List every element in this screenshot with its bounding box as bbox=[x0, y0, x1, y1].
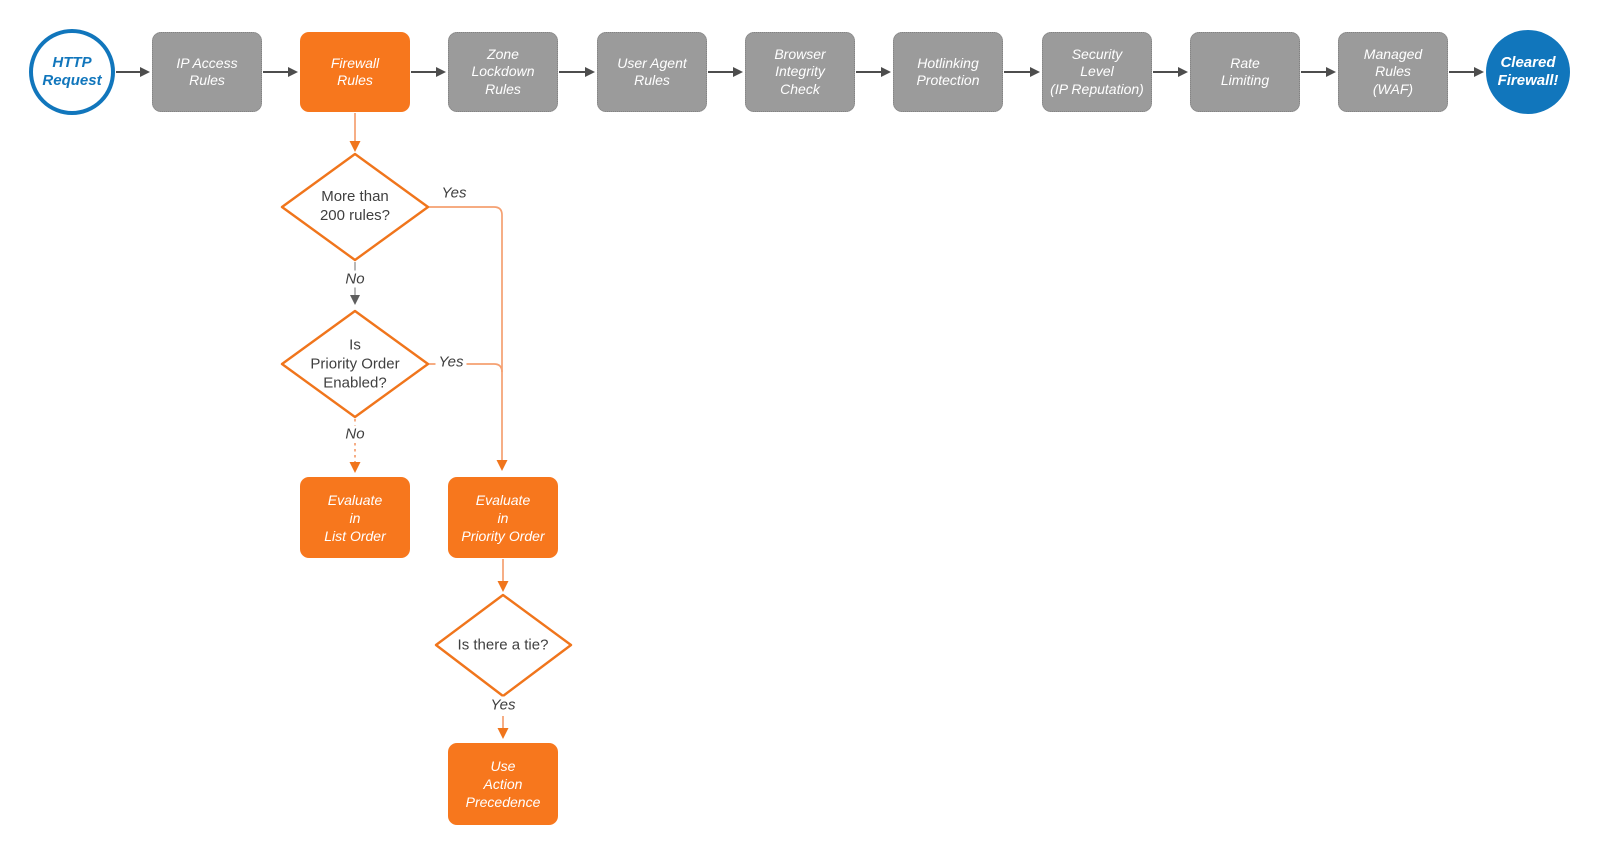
node-browser-integrity-check: Browser Integrity Check bbox=[745, 32, 855, 112]
edge-label-yes-tie: Yes bbox=[487, 696, 519, 714]
node-http-request-label: HTTP Request bbox=[42, 54, 102, 89]
node-security-level: Security Level (IP Reputation) bbox=[1042, 32, 1152, 112]
decision-priority-order-shape bbox=[280, 309, 430, 419]
node-hotlinking-protection: Hotlinking Protection bbox=[893, 32, 1003, 112]
decision-tie-shape bbox=[434, 593, 573, 698]
decision-tie-label: Is there a tie? bbox=[458, 636, 549, 655]
decision-rule-count-label: More than 200 rules? bbox=[320, 187, 390, 225]
decision-rule-count-shape bbox=[280, 152, 430, 262]
node-evaluate-priority-order: Evaluate in Priority Order bbox=[448, 477, 558, 558]
arrow-yes-priority-merge bbox=[429, 363, 503, 373]
node-zone-lockdown-rules: Zone Lockdown Rules bbox=[448, 32, 558, 112]
node-ip-access-rules-label: IP Access Rules bbox=[176, 54, 238, 89]
edge-label-no-rule-count: No bbox=[342, 270, 368, 288]
node-managed-rules-waf-label: Managed Rules (WAF) bbox=[1363, 45, 1423, 97]
decision-rule-count-text: More than 200 rules? bbox=[319, 188, 391, 224]
edge-label-no-priority: No bbox=[342, 425, 368, 443]
node-hotlinking-protection-label: Hotlinking Protection bbox=[916, 54, 980, 89]
decision-priority-order-label: Is Priority Order Enabled? bbox=[310, 336, 399, 393]
edge-label-yes-priority: Yes bbox=[435, 353, 467, 371]
node-firewall-rules: Firewall Rules bbox=[300, 32, 410, 112]
node-cleared-firewall-label: Cleared Firewall! bbox=[1497, 54, 1559, 89]
node-firewall-rules-label: Firewall Rules bbox=[330, 54, 380, 89]
node-browser-integrity-check-label: Browser Integrity Check bbox=[774, 45, 826, 97]
node-evaluate-list-order-label: Evaluate in List Order bbox=[324, 491, 386, 544]
node-rate-limiting: Rate Limiting bbox=[1190, 32, 1300, 112]
node-managed-rules-waf: Managed Rules (WAF) bbox=[1338, 32, 1448, 112]
node-use-action-precedence: Use Action Precedence bbox=[448, 743, 558, 825]
node-ip-access-rules: IP Access Rules bbox=[152, 32, 262, 112]
node-cleared-firewall: Cleared Firewall! bbox=[1486, 30, 1570, 114]
node-zone-lockdown-rules-label: Zone Lockdown Rules bbox=[471, 45, 535, 97]
node-evaluate-priority-order-label: Evaluate in Priority Order bbox=[461, 491, 545, 544]
node-security-level-label: Security Level (IP Reputation) bbox=[1050, 45, 1144, 97]
node-use-action-precedence-label: Use Action Precedence bbox=[465, 758, 541, 810]
node-evaluate-list-order: Evaluate in List Order bbox=[300, 477, 410, 558]
arrow-yes-rule-count bbox=[429, 206, 508, 471]
node-user-agent-rules: User Agent Rules bbox=[597, 32, 707, 112]
decision-tie-text: Is there a tie? bbox=[457, 636, 549, 654]
node-http-request: HTTP Request bbox=[29, 29, 115, 115]
node-rate-limiting-label: Rate Limiting bbox=[1220, 54, 1270, 89]
decision-priority-order-text: Is Priority Order Enabled? bbox=[310, 336, 400, 392]
edge-label-yes-rule-count: Yes bbox=[438, 184, 470, 202]
node-user-agent-rules-label: User Agent Rules bbox=[617, 54, 687, 89]
